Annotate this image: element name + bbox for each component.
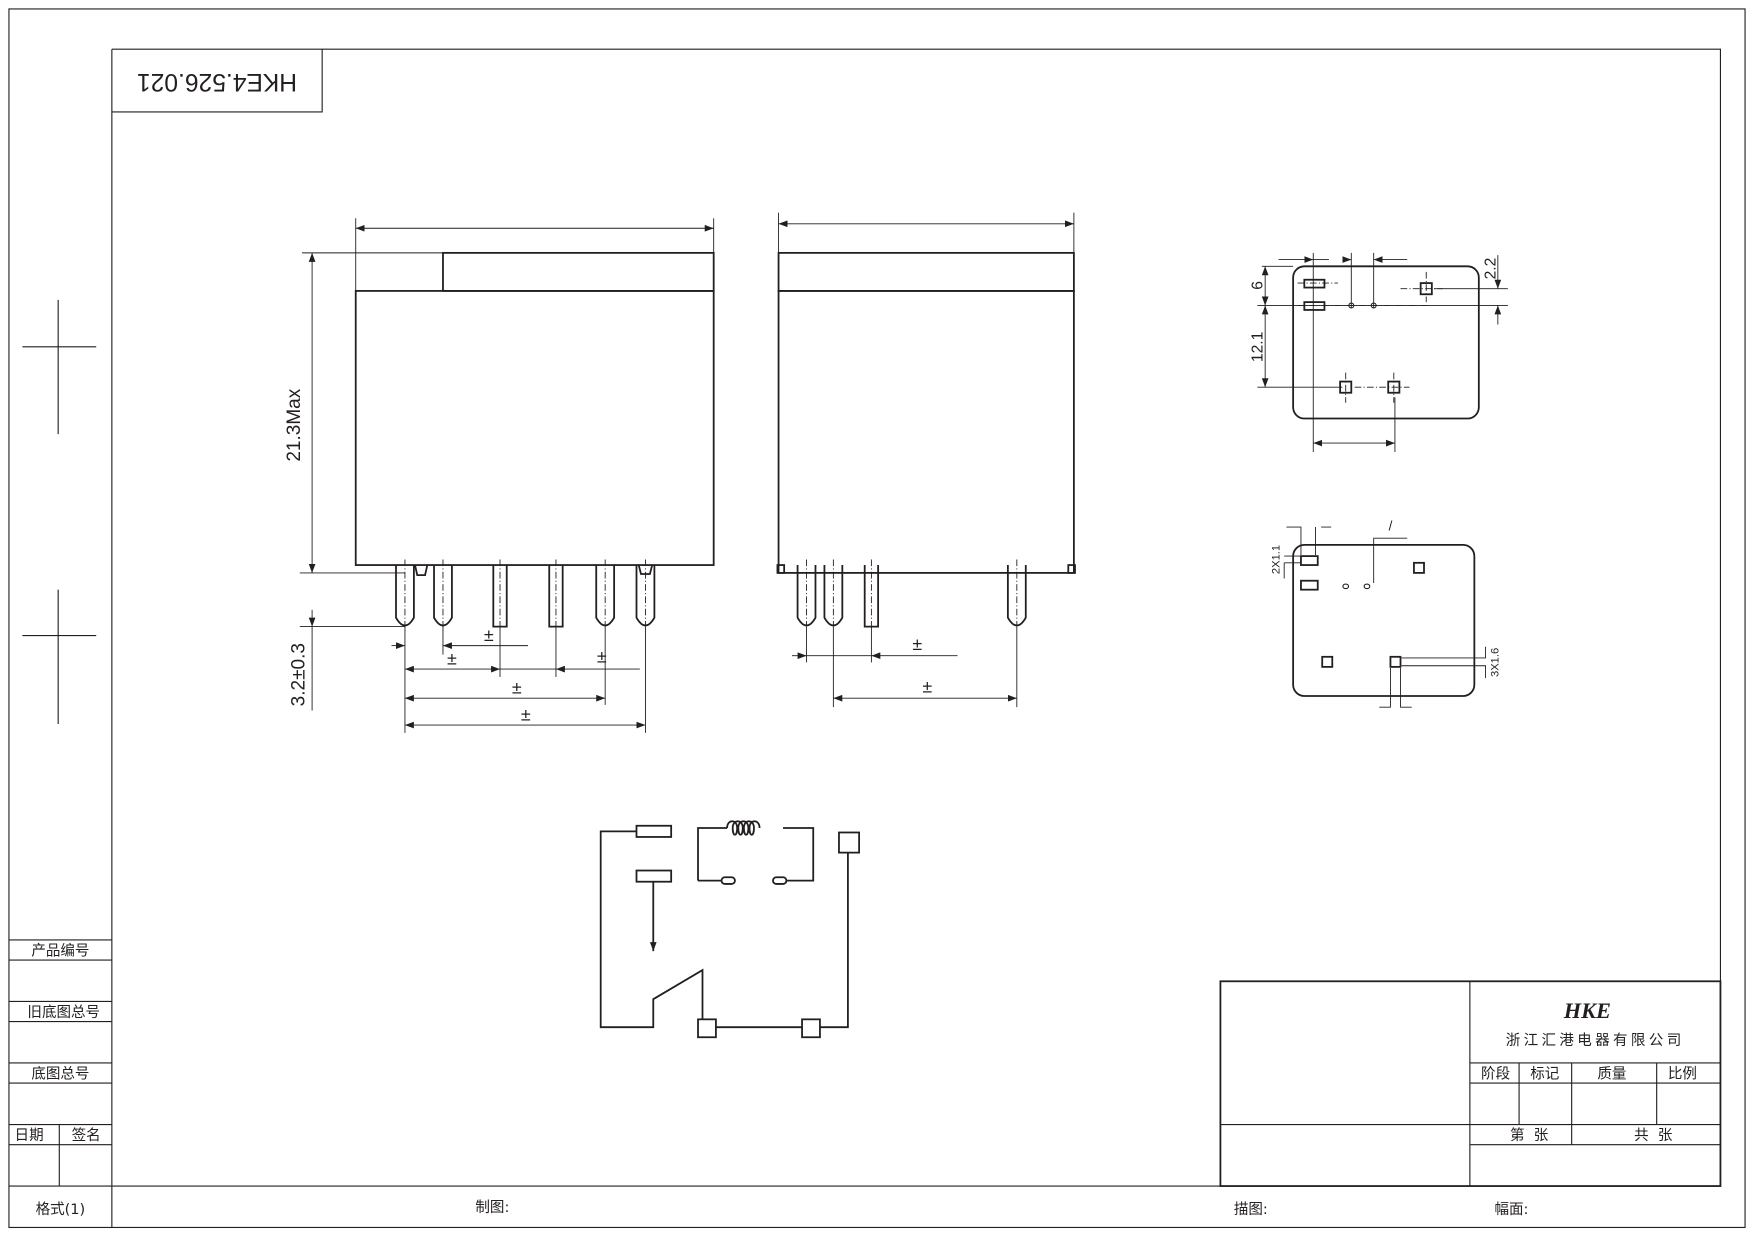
- relay-schematic: [599, 820, 860, 1039]
- label-signature: 签名: [72, 1127, 101, 1144]
- no-contact: [635, 869, 673, 883]
- crosshair-marks: [22, 299, 97, 724]
- label-stage: 阶段: [1481, 1066, 1510, 1083]
- coil-icon: [726, 820, 761, 836]
- company-logo: HKE: [1563, 998, 1611, 1023]
- tolerance-mark: ±: [447, 649, 457, 669]
- terminal: [697, 1018, 717, 1039]
- dim-right-offset: 2.2: [1482, 258, 1499, 280]
- label-product-no: 产品编号: [31, 943, 89, 960]
- front-view: 21.3Max 3.2±0.3 ± ± ± ± ±: [284, 218, 715, 733]
- tolerance-mark: ±: [512, 678, 522, 698]
- label-format: 格式(1): [36, 1201, 86, 1218]
- tolerance-mark: ±: [597, 646, 607, 666]
- dim-pad-slots: 2X1.1: [1270, 545, 1282, 574]
- label-old-base-no: 旧底图总号: [27, 1004, 100, 1021]
- pcb-layout-view: 6 12.1 2.2: [1250, 252, 1508, 453]
- dim-pad-squares: 3X1.6: [1490, 648, 1502, 677]
- label-traced-by: 描图:: [1234, 1201, 1268, 1218]
- title-block: HKE 浙江汇港电器有限公司 阶段 标记 质量 比例 第 张 共 张: [1219, 980, 1722, 1187]
- dim-hole-mark: /: [1389, 518, 1393, 533]
- drawing-number: HKE4.526.021: [137, 68, 297, 95]
- company-name: 浙江汇港电器有限公司: [1506, 1032, 1685, 1049]
- nc-contact: [635, 824, 673, 838]
- drawing-number-box: HKE4.526.021: [111, 49, 323, 113]
- label-sheet-size: 幅面:: [1494, 1201, 1528, 1218]
- label-weight: 质量: [1597, 1066, 1626, 1083]
- label-sheet-total: 共 张: [1634, 1127, 1673, 1144]
- tolerance-mark: ±: [912, 634, 922, 654]
- dim-pin-length: 3.2±0.3: [288, 643, 309, 706]
- terminal: [838, 831, 860, 854]
- tolerance-mark: ±: [922, 677, 932, 697]
- label-sheet-no: 第 张: [1510, 1126, 1549, 1144]
- tolerance-mark: ±: [484, 625, 494, 645]
- side-view: ± ±: [776, 212, 1076, 708]
- dim-coil-pitch: 12.1: [1250, 332, 1267, 362]
- label-drawn-by: 制图:: [475, 1199, 509, 1216]
- dim-top-offset: 6: [1250, 281, 1267, 290]
- tolerance-mark: ±: [521, 705, 531, 725]
- left-revision-column: 产品编号 旧底图总号 底图总号 日期 签名 格式(1): [8, 939, 112, 1218]
- dim-height: 21.3Max: [284, 388, 305, 461]
- label-base-no: 底图总号: [31, 1066, 89, 1083]
- label-mark: 标记: [1530, 1066, 1559, 1083]
- label-date: 日期: [15, 1127, 44, 1144]
- sheet-frame: [8, 8, 1746, 1229]
- terminal: [801, 1018, 821, 1039]
- bottom-pad-view: 2X1.1 3X1.6 /: [1270, 518, 1502, 708]
- label-scale: 比例: [1668, 1066, 1697, 1083]
